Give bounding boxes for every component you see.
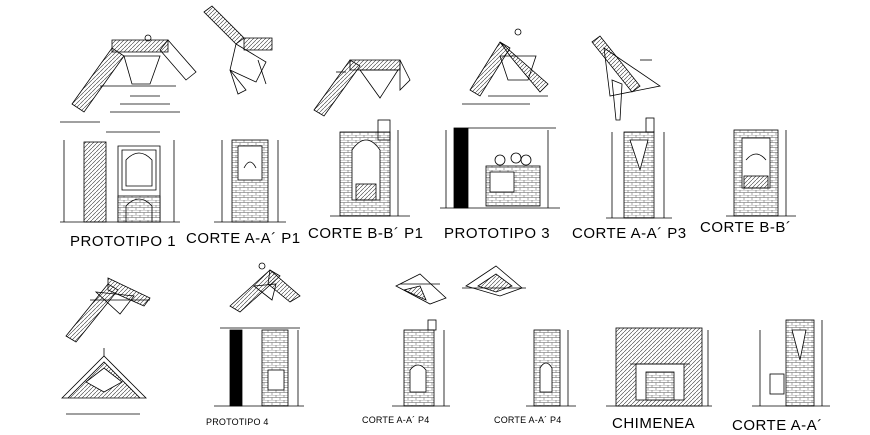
title-corte-bb: CORTE B-B´ — [700, 219, 792, 236]
title-corte-aa: CORTE A-A´ — [732, 417, 823, 434]
title-prototipo-1: PROTOTIPO 1 — [70, 233, 177, 250]
plan-corte-aa-p3 — [591, 35, 662, 121]
plan-prototipo-3 — [462, 28, 549, 105]
plan-bottom-left — [65, 277, 151, 343]
plan-corte-bb — [313, 59, 411, 117]
plan-prototipo-1 — [60, 34, 197, 123]
section-corte-aa-p4-a — [392, 319, 450, 407]
elevation-prototipo-4 — [214, 327, 304, 407]
title-corte-aa-p4-b: CORTE A-A´ P4 — [494, 415, 562, 425]
title-corte-bb-p1: CORTE B-B´ P1 — [308, 225, 424, 242]
title-prototipo-3: PROTOTIPO 3 — [444, 225, 551, 242]
section-corte-aa — [752, 319, 830, 407]
elevation-prototipo-1 — [60, 131, 180, 223]
plan-corner-2 — [203, 5, 273, 95]
section-corte-aa-p3 — [606, 117, 672, 219]
title-corte-aa-p3: CORTE A-A´ P3 — [572, 225, 687, 242]
section-corte-aa-p4-b — [526, 329, 576, 407]
plan-small-1 — [395, 273, 447, 305]
elevation-prototipo-3 — [440, 127, 560, 209]
title-corte-aa-p4-a: CORTE A-A´ P4 — [362, 415, 430, 425]
plan-small-2 — [462, 265, 526, 297]
title-chimenea: CHIMENEA — [612, 415, 696, 432]
section-corte-bb — [726, 129, 796, 217]
plan-prototipo-4 — [229, 262, 301, 313]
section-corte-bb-p1 — [330, 119, 410, 217]
title-prototipo-4: PROTOTIPO 4 — [206, 417, 269, 427]
title-corte-aa-p1: CORTE A-A´ P1 — [186, 230, 301, 247]
section-corte-aa-p1 — [214, 139, 286, 223]
elevation-chimenea — [606, 327, 712, 407]
plan-bottom-triangle — [61, 348, 147, 415]
